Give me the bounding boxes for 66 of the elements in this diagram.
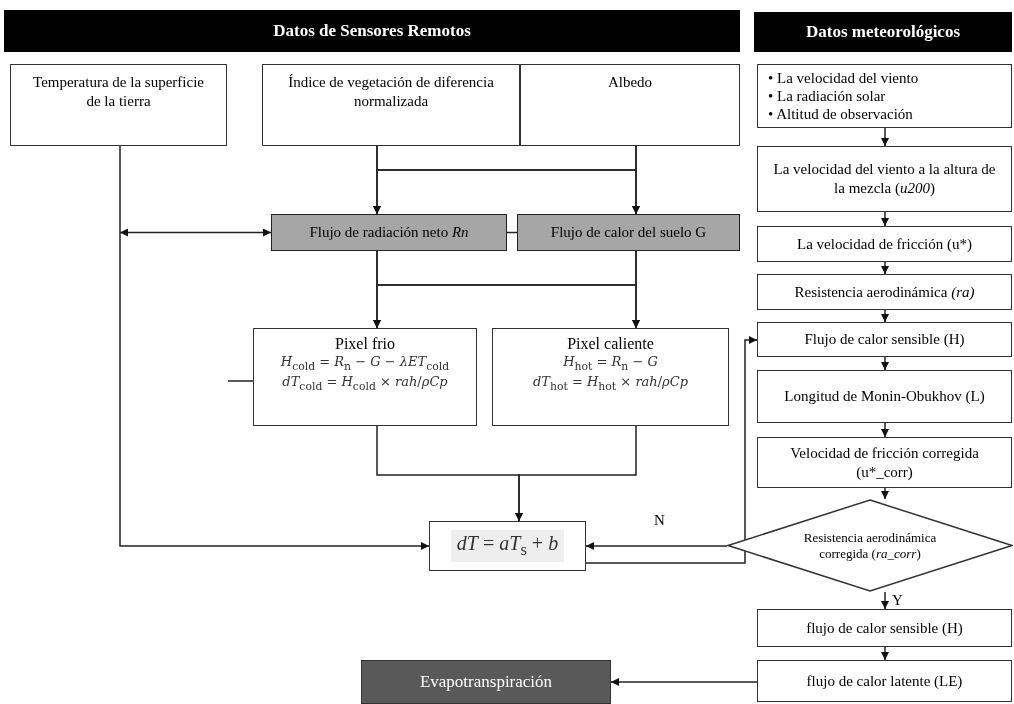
node-label: Longitud de Monin-Obukhov (L) (783, 387, 986, 406)
arrow (881, 422, 889, 438)
bullet-item: • Altitud de observación (768, 105, 914, 123)
input-box (10, 64, 227, 146)
process-box (757, 274, 1012, 310)
process-box (757, 370, 1012, 423)
formula-box (429, 521, 586, 571)
node-label: Resistencia aerodinámica (ra) (793, 282, 976, 302)
bullet-item: • La radiación solar (768, 87, 887, 105)
node-label: Índice de vegetación de diferencia normalizada (287, 73, 495, 111)
arrow (881, 356, 889, 371)
node-label: flujo de calor sensible (H) (805, 618, 964, 638)
node-label: Temperatura de la superficie de la tierra (32, 73, 205, 111)
node-label: La velocidad de fricción (u*) (796, 234, 973, 254)
formula: dT = aT$_{s}$ + b (450, 530, 565, 562)
node-label: Flujo de radiación neto Rn (309, 224, 469, 241)
arrow (610, 678, 758, 686)
arrow (881, 211, 889, 227)
heading-band (754, 12, 1012, 52)
formula: H$_{hot}$ = R$_{n}$ − G (563, 354, 658, 373)
formula: dT$_{cold}$ = H$_{cold}$ × rah/ρCp (282, 373, 448, 393)
box-title: Pixel frio (335, 335, 395, 353)
arrow (881, 487, 889, 500)
node-label: Velocidad de fricción corregida (u*_corr) (789, 443, 980, 482)
formula-box (253, 328, 477, 426)
node-label: flujo de calor latente (LE) (805, 671, 964, 691)
input-box (262, 64, 520, 146)
arrow (632, 145, 640, 215)
input-box (520, 64, 740, 146)
process-box (757, 660, 1012, 702)
arrow (632, 250, 640, 329)
node-label: La velocidad del viento a la altura de la mezcla (u200) (772, 160, 997, 198)
section-heading: Datos meteorológicos (805, 22, 961, 42)
input-box (757, 64, 1012, 128)
arrow (515, 425, 637, 522)
decision-diamond (727, 499, 1013, 592)
arrow (881, 646, 889, 661)
arrow (881, 591, 889, 610)
arrow (585, 542, 728, 550)
arrow (119, 228, 272, 237)
formula: dT$_{hot}$ = H$_{hot}$ × rah/ρCp (532, 373, 689, 393)
process-box (517, 214, 740, 251)
arrow (881, 261, 889, 275)
node-label: Evapotranspiración (419, 672, 553, 692)
heading-band (4, 10, 740, 52)
node-label: Flujo de calor del suelo G (550, 224, 707, 241)
bullet-item: • La velocidad del viento (768, 69, 919, 87)
node-label: Resistencia aerodinámica corregida (ra_corr) (802, 529, 938, 562)
process-box (757, 322, 1012, 357)
process-box (757, 226, 1012, 262)
arrow (881, 127, 889, 147)
arrow (585, 336, 758, 564)
arrow (881, 309, 889, 323)
process-box (271, 214, 507, 251)
process-box (757, 609, 1012, 647)
connector-line (227, 380, 254, 382)
output-box (361, 660, 611, 704)
formula-box (492, 328, 729, 426)
node-label: Albedo (606, 73, 654, 92)
process-box (757, 437, 1012, 488)
section-heading: Datos de Sensores Remotos (273, 21, 471, 41)
formula: H$_{cold}$ = R$_{n}$ − G − λET$_{cold}$ (280, 354, 450, 373)
process-box (757, 146, 1012, 212)
box-title: Pixel caliente (567, 335, 654, 353)
node-label: Flujo de calor sensible (H) (803, 330, 966, 349)
arrow (119, 145, 430, 550)
